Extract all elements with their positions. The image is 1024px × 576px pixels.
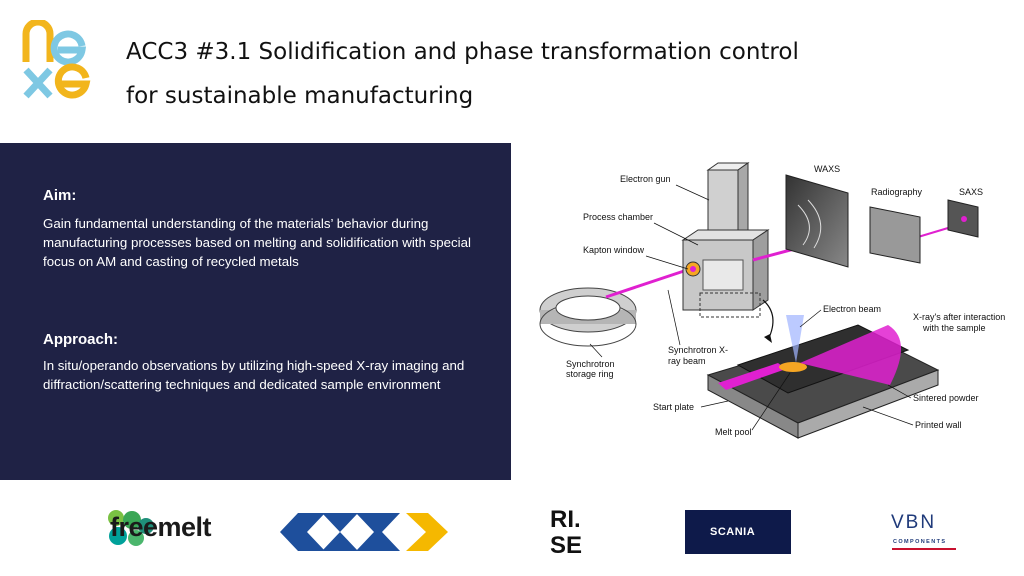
label-printed-wall: Printed wall xyxy=(915,420,962,430)
label-sintered-powder: Sintered powder xyxy=(913,393,979,403)
aim-heading: Aim: xyxy=(43,187,77,204)
label-synchrotron-ring-2: storage ring xyxy=(566,369,614,379)
label-xrays-after-1: X-ray's after interaction xyxy=(913,312,1005,322)
approach-text: In situ/operando observations by utilizi… xyxy=(43,358,465,392)
rise-logo: RI. SE xyxy=(550,506,582,557)
title-line-2: for sustainable manufacturing xyxy=(126,83,474,109)
label-waxs: WAXS xyxy=(814,164,840,174)
setup-diagram: Electron gun Process chamber Kapton wind… xyxy=(539,162,1005,439)
gkn-logo xyxy=(280,513,448,551)
label-process-chamber: Process chamber xyxy=(583,212,653,222)
nexe-logo xyxy=(22,20,91,99)
label-radiography: Radiography xyxy=(871,187,923,197)
label-synchrotron-ring-1: Synchrotron xyxy=(566,359,615,369)
xray-beam xyxy=(605,266,694,299)
label-xrays-after-2: with the sample xyxy=(922,323,986,333)
rise-bottom: SE xyxy=(550,532,582,557)
info-panel: Aim: Gain fundamental understanding of t… xyxy=(0,143,511,480)
process-chamber xyxy=(681,162,770,318)
xray-fan xyxy=(800,325,902,385)
label-synchrotron-beam-1: Synchrotron X- xyxy=(668,345,728,355)
radiography-detector xyxy=(869,206,921,264)
page-title: ACC3 #3.1 Solidification and phase trans… xyxy=(126,30,886,118)
label-saxs: SAXS xyxy=(959,187,983,197)
freemelt-wordmark: freemelt xyxy=(110,512,212,542)
vbn-wordmark: VBN xyxy=(891,512,937,533)
rise-top: RI. xyxy=(550,506,581,533)
freemelt-logo xyxy=(108,510,154,546)
label-kapton-window: Kapton window xyxy=(583,245,645,255)
build-plate xyxy=(706,324,940,439)
scania-logo xyxy=(685,510,791,554)
approach-heading: Approach: xyxy=(43,331,118,348)
storage-ring xyxy=(539,287,637,347)
label-synchrotron-beam-2: ray beam xyxy=(668,356,706,366)
title-line-1: ACC3 #3.1 Solidification and phase trans… xyxy=(126,39,799,65)
vbn-subtitle: COMPONENTS xyxy=(893,539,947,545)
electron-beam xyxy=(786,315,804,363)
saxs-detector xyxy=(947,199,979,238)
label-electron-gun: Electron gun xyxy=(620,174,671,184)
label-start-plate: Start plate xyxy=(653,402,694,412)
waxs-detector xyxy=(785,174,849,268)
aim-text: Gain fundamental understanding of the ma… xyxy=(43,216,471,269)
label-electron-beam: Electron beam xyxy=(823,304,881,314)
vbn-underline xyxy=(892,548,956,550)
label-melt-pool: Melt pool xyxy=(715,427,752,437)
scania-wordmark: SCANIA xyxy=(710,526,756,538)
